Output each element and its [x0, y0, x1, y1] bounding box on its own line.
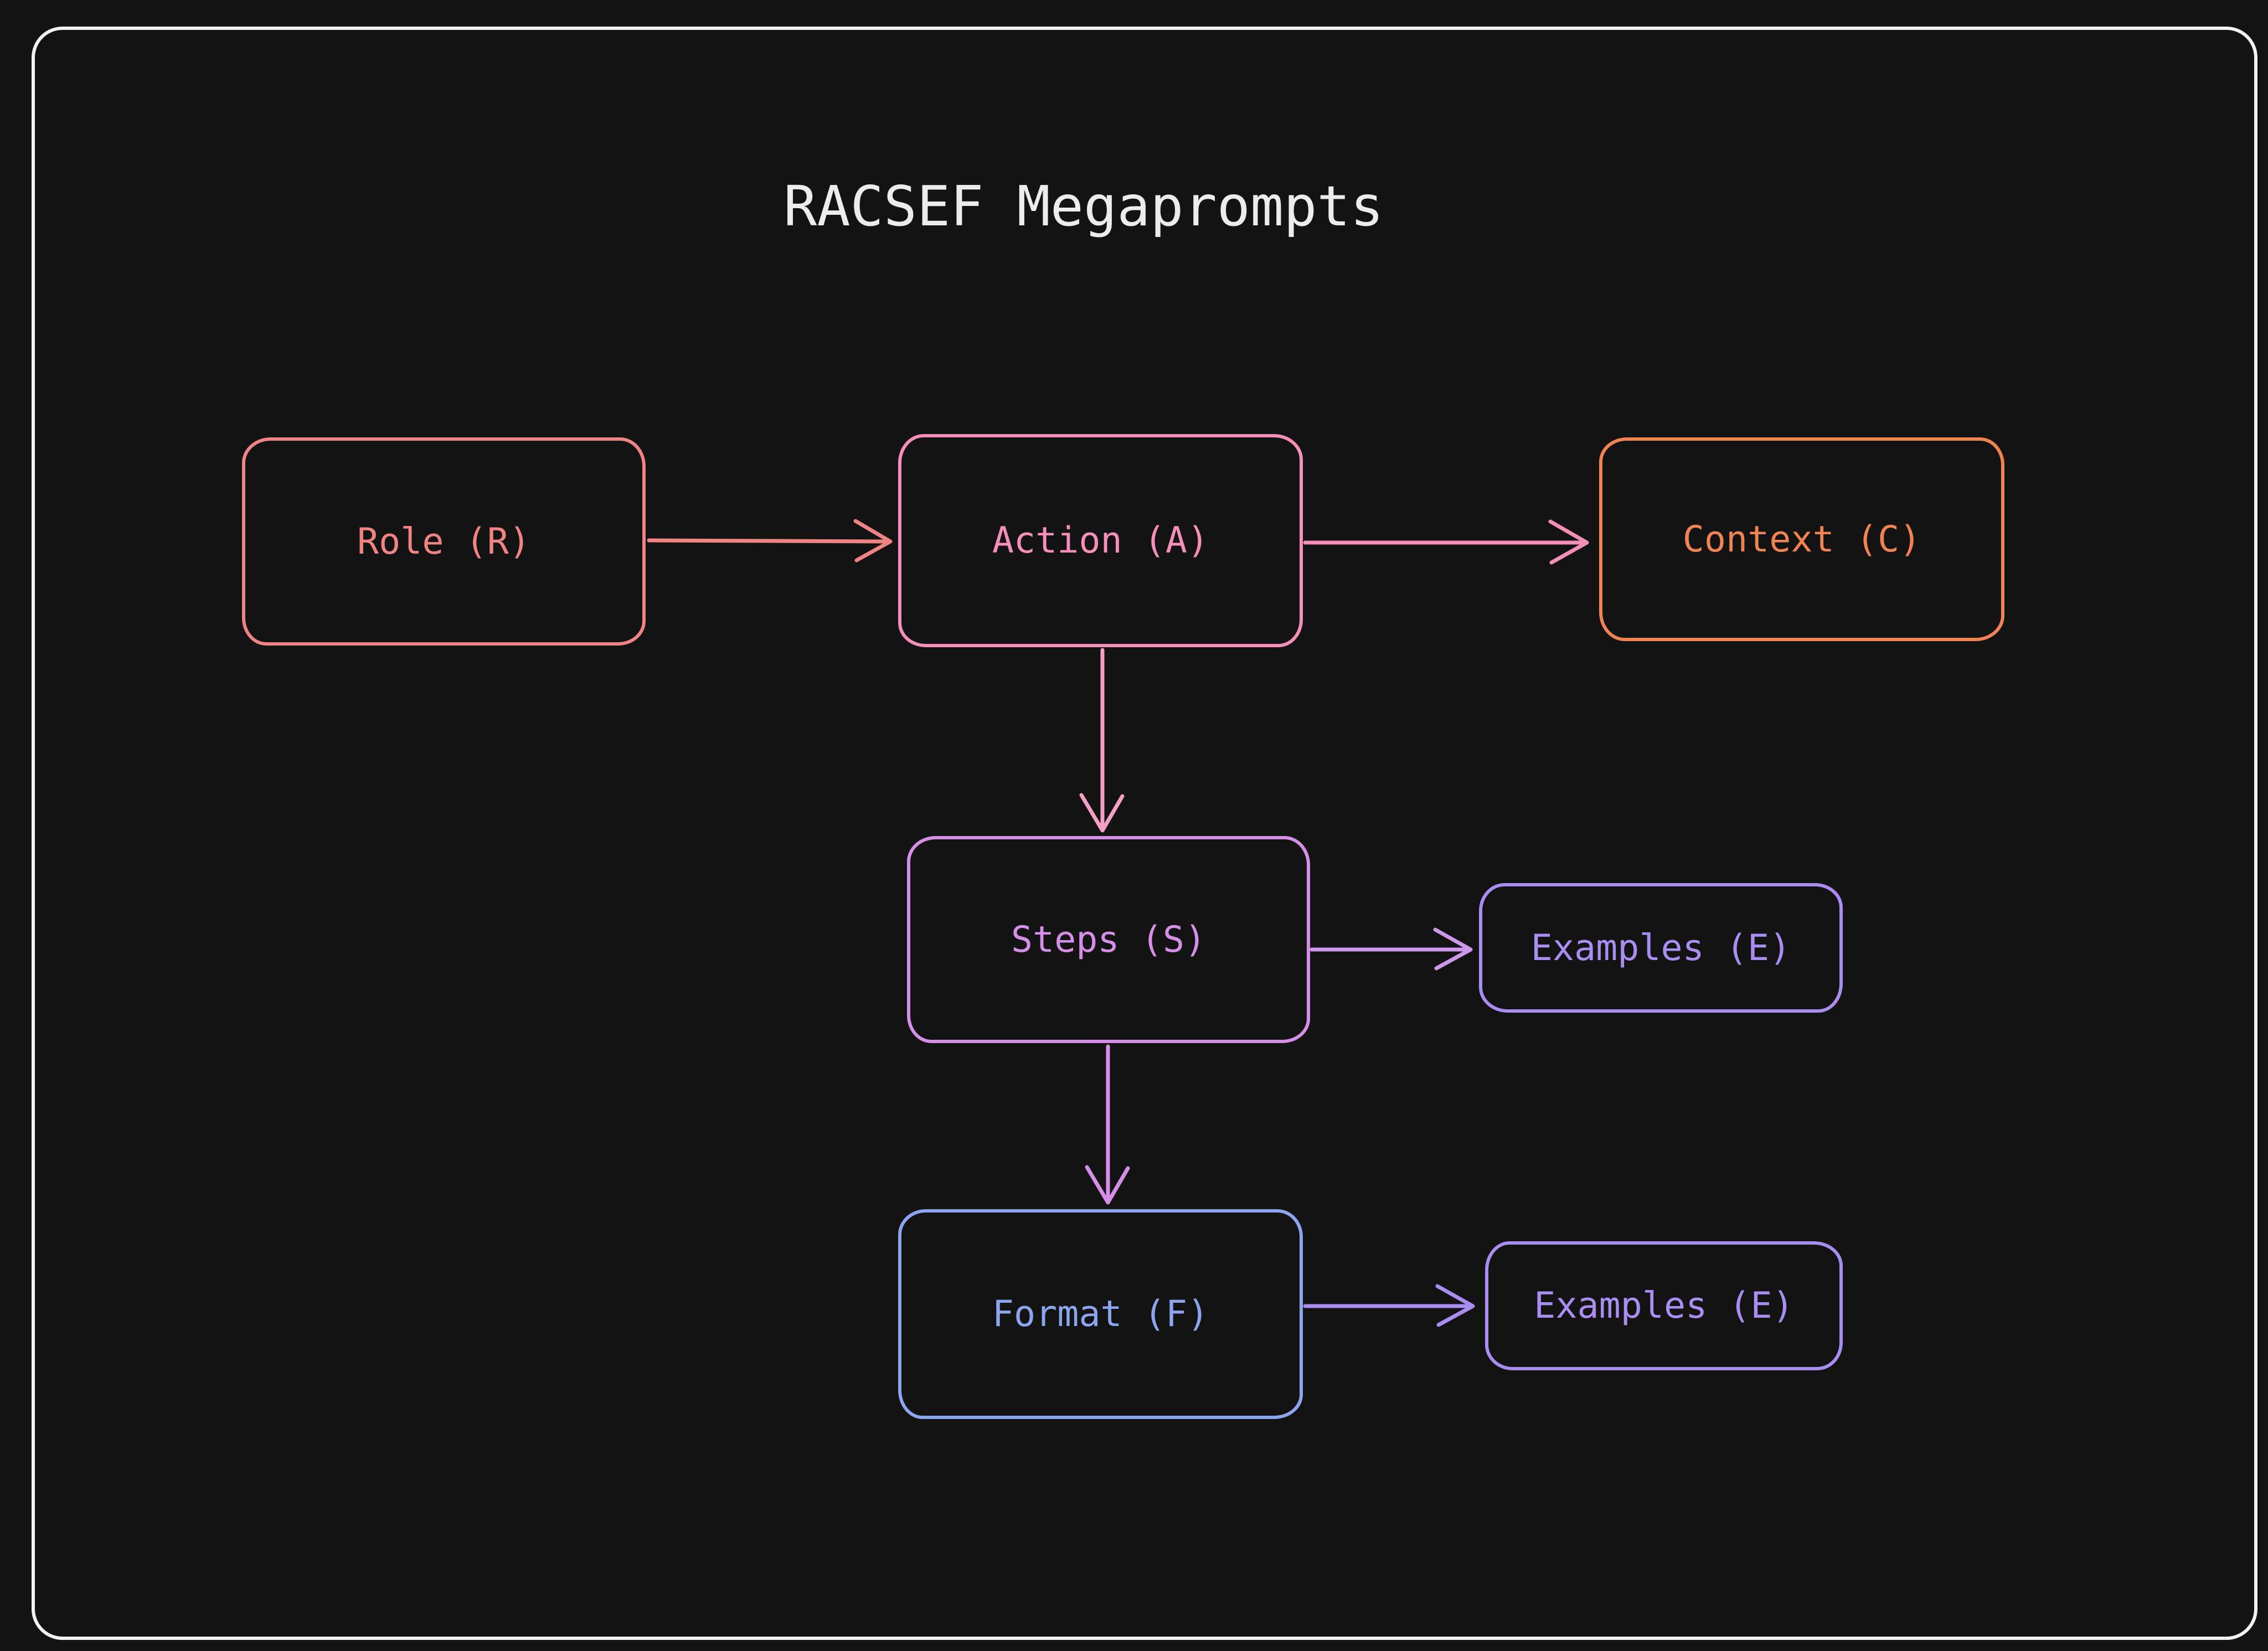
arrow-role-to-action — [647, 519, 893, 563]
arrow-action-to-context — [1303, 519, 1589, 565]
node-context-label: Context (C) — [1682, 518, 1921, 560]
node-steps: Steps (S) — [907, 836, 1310, 1043]
node-steps-label: Steps (S) — [1011, 919, 1207, 961]
arrow-action-to-steps — [1079, 648, 1125, 833]
node-role: Role (R) — [242, 437, 646, 646]
node-format: Format (F) — [898, 1209, 1303, 1419]
node-context: Context (C) — [1599, 437, 2004, 641]
node-action-label: Action (A) — [992, 520, 1209, 561]
diagram-title: RACSEF Megaprompts — [784, 174, 1384, 239]
arrow-steps-to-format — [1085, 1044, 1130, 1205]
node-examples-top: Examples (E) — [1479, 883, 1843, 1013]
node-format-label: Format (F) — [992, 1293, 1209, 1335]
node-action: Action (A) — [898, 434, 1303, 647]
node-examples-top-label: Examples (E) — [1530, 927, 1791, 969]
node-examples-bottom: Examples (E) — [1485, 1241, 1843, 1370]
node-examples-bottom-label: Examples (E) — [1534, 1285, 1794, 1327]
arrow-format-to-examples — [1303, 1284, 1475, 1327]
node-role-label: Role (R) — [357, 520, 531, 563]
arrow-steps-to-examples — [1310, 927, 1473, 971]
